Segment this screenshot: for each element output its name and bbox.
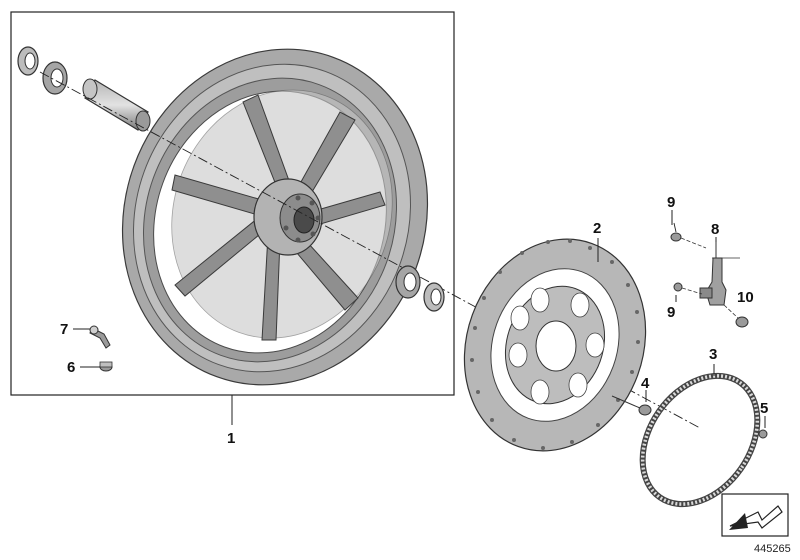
bracket-bolt — [723, 304, 749, 328]
abs-sensor-ring — [639, 372, 761, 508]
callout-7: 7 — [60, 321, 68, 338]
callout-9-top: 9 — [667, 194, 675, 211]
leader-lines — [73, 210, 766, 428]
arrow-left-down-icon — [721, 493, 789, 537]
axle-spacer-sleeve — [82, 78, 151, 132]
right-bearing — [395, 265, 421, 299]
callout-9-side: 9 — [667, 304, 675, 321]
callout-3: 3 — [709, 346, 717, 363]
callout-1: 1 — [227, 430, 235, 447]
diagram-code: 445265 — [754, 543, 791, 555]
callout-2: 2 — [593, 220, 601, 237]
callout-4: 4 — [641, 375, 650, 392]
callout-6: 6 — [67, 359, 75, 376]
callout-5: 5 — [760, 400, 768, 417]
ring-bolt — [758, 429, 768, 439]
disc-bolt — [611, 395, 652, 416]
bracket-screw-side — [673, 282, 703, 295]
callout-10: 10 — [737, 289, 754, 306]
callout-8: 8 — [711, 221, 719, 238]
left-bearing — [42, 61, 68, 95]
right-seal-ring — [423, 282, 445, 312]
left-seal-ring — [17, 46, 39, 76]
brake-disc — [463, 238, 647, 452]
tire-valve — [89, 325, 111, 349]
assembly-axis-line — [39, 71, 701, 429]
bracket-screw-top — [670, 222, 707, 249]
valve-cap — [99, 361, 113, 372]
front-wheel — [121, 48, 429, 386]
sensor-bracket — [699, 240, 740, 306]
